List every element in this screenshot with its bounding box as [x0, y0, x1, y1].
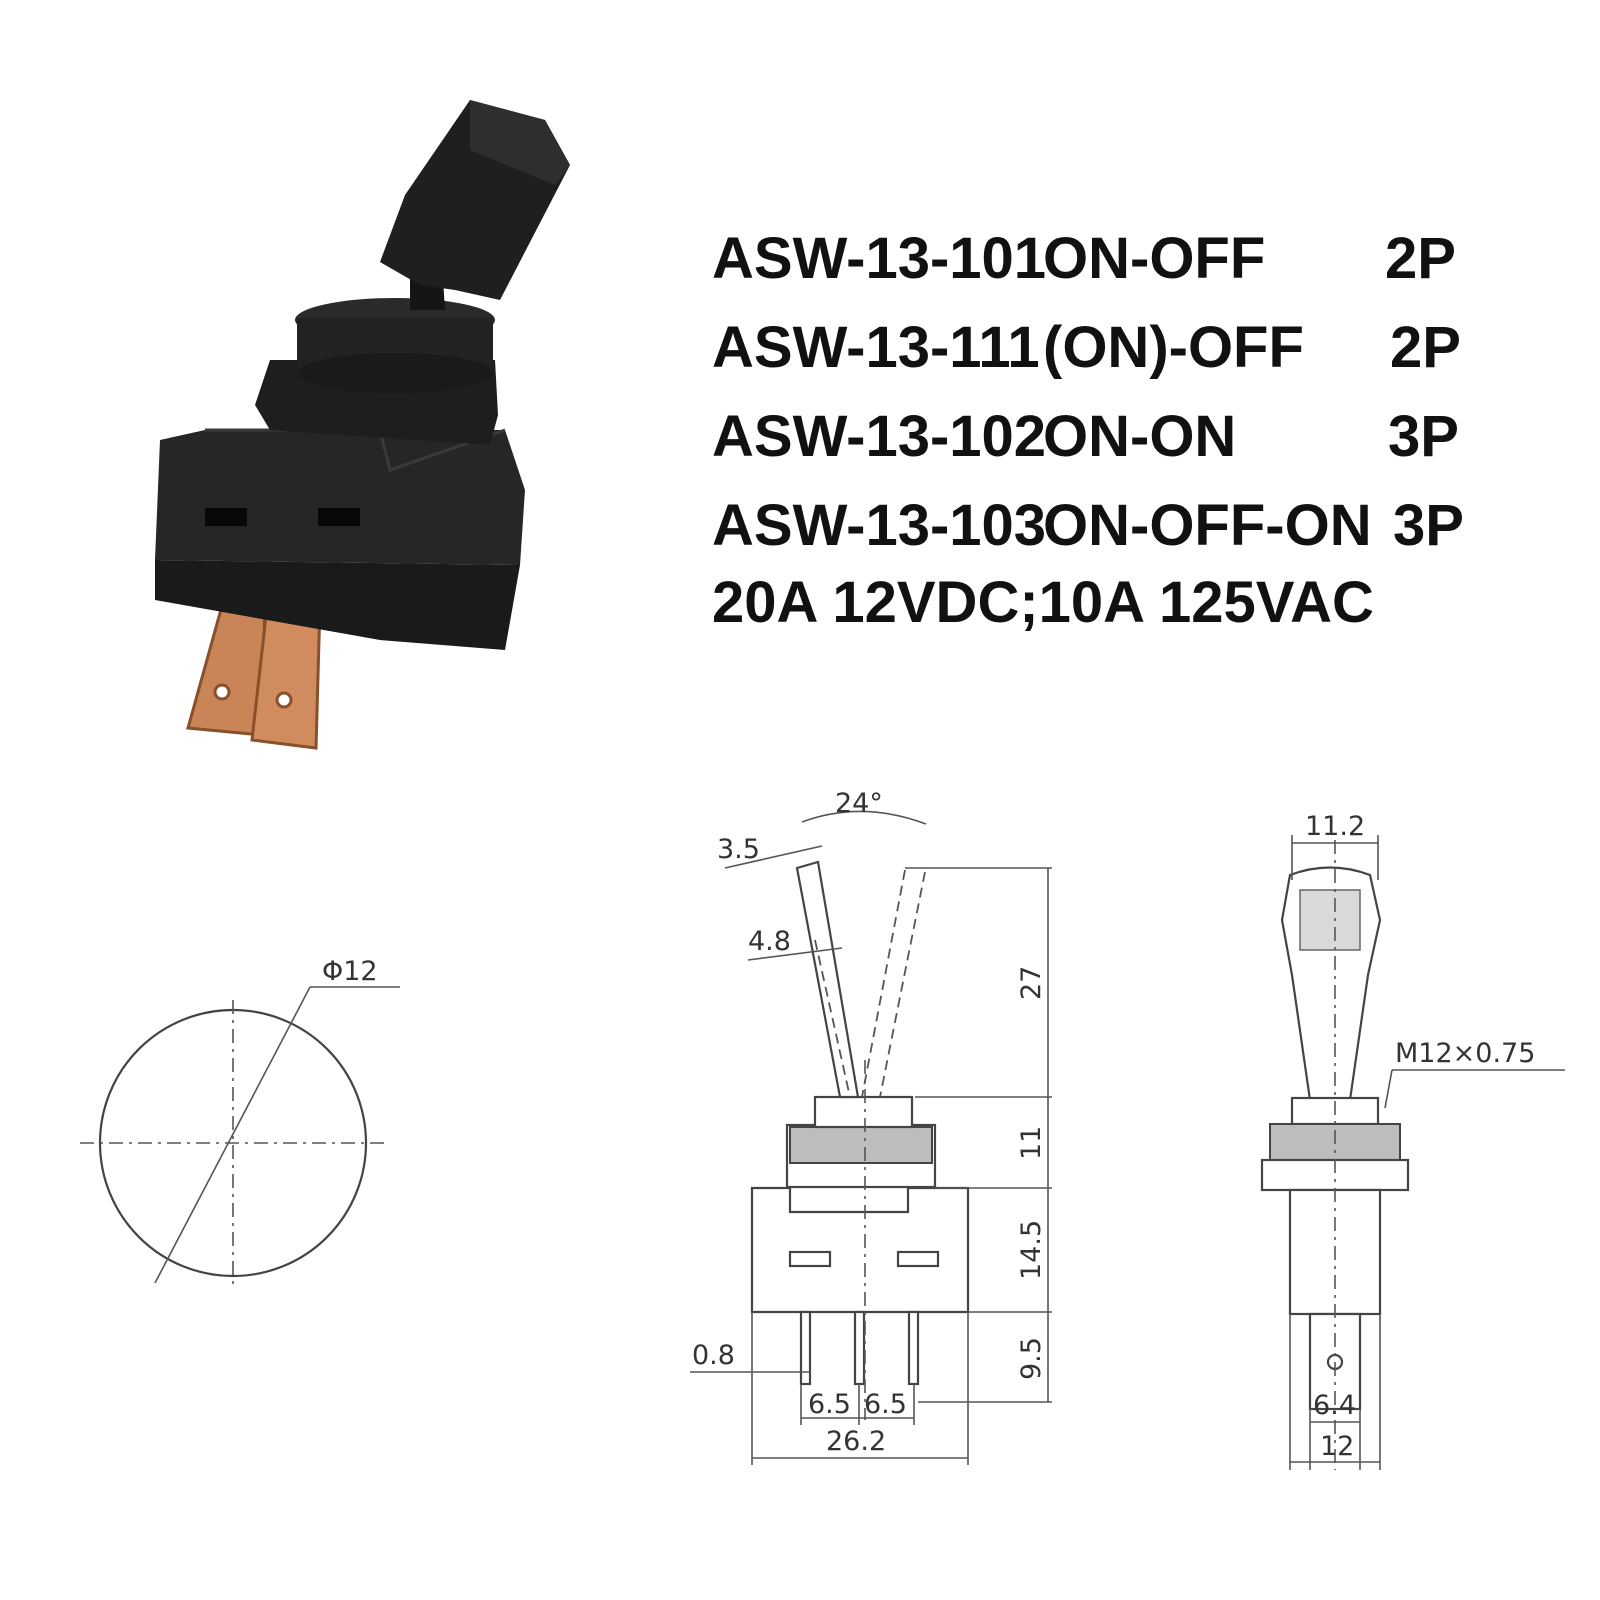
- spec-poles: 3P: [1393, 493, 1464, 558]
- spec-poles: 3P: [1388, 404, 1459, 469]
- dim-terminal-width: 6.4: [1313, 1390, 1356, 1421]
- dim-side-width: 12: [1320, 1431, 1354, 1462]
- spec-poles: 2P: [1385, 226, 1456, 291]
- front-view-drawing: 24° 3.5 4.8 27 11 14.5 9.5 0.8 6.5 6.5 2…: [690, 788, 1052, 1465]
- dim-terminal-thickness: 0.8: [692, 1340, 735, 1371]
- spec-function: ON-OFF-ON: [1043, 493, 1372, 558]
- dim-pitch-right: 6.5: [864, 1389, 907, 1420]
- switch-housing: [155, 428, 525, 650]
- spec-table: ASW-13-101 ON-OFF 2P ASW-13-111 (ON)-OFF…: [712, 226, 1464, 635]
- paddle-lever: [380, 100, 570, 310]
- dim-body-height: 14.5: [1016, 1220, 1047, 1280]
- spec-model: ASW-13-111: [712, 315, 1040, 380]
- dim-body-width: 26.2: [826, 1426, 886, 1457]
- spec-function: ON-ON: [1043, 404, 1236, 469]
- panel-cutout-drawing: Φ12: [80, 956, 400, 1290]
- dim-knob-width: 11.2: [1305, 811, 1365, 842]
- dim-lever-height: 27: [1016, 966, 1047, 1000]
- spade-terminals: [186, 593, 322, 750]
- side-view-drawing: 11.2 M12×0.75 6.4 12: [1260, 811, 1565, 1470]
- dim-pitch-left: 6.5: [808, 1389, 851, 1420]
- threaded-nut: [255, 298, 498, 445]
- dim-thread: M12×0.75: [1395, 1038, 1535, 1069]
- dim-terminal-length: 9.5: [1016, 1337, 1047, 1380]
- spec-model: ASW-13-103: [712, 493, 1046, 558]
- spec-rating: 20A 12VDC;10A 125VAC: [712, 570, 1374, 635]
- dim-lever-tip: 3.5: [717, 834, 760, 865]
- spec-model: ASW-13-101: [712, 226, 1046, 291]
- dim-angle: 24°: [835, 788, 883, 819]
- dim-diameter: Φ12: [322, 956, 378, 987]
- dim-lever-width: 4.8: [748, 926, 791, 957]
- spec-poles: 2P: [1390, 315, 1461, 380]
- product-photo: [155, 100, 570, 750]
- spec-function: ON-OFF: [1043, 226, 1265, 291]
- spec-model: ASW-13-102: [712, 404, 1046, 469]
- spec-function: (ON)-OFF: [1043, 315, 1304, 380]
- dim-bushing-height: 11: [1016, 1126, 1047, 1160]
